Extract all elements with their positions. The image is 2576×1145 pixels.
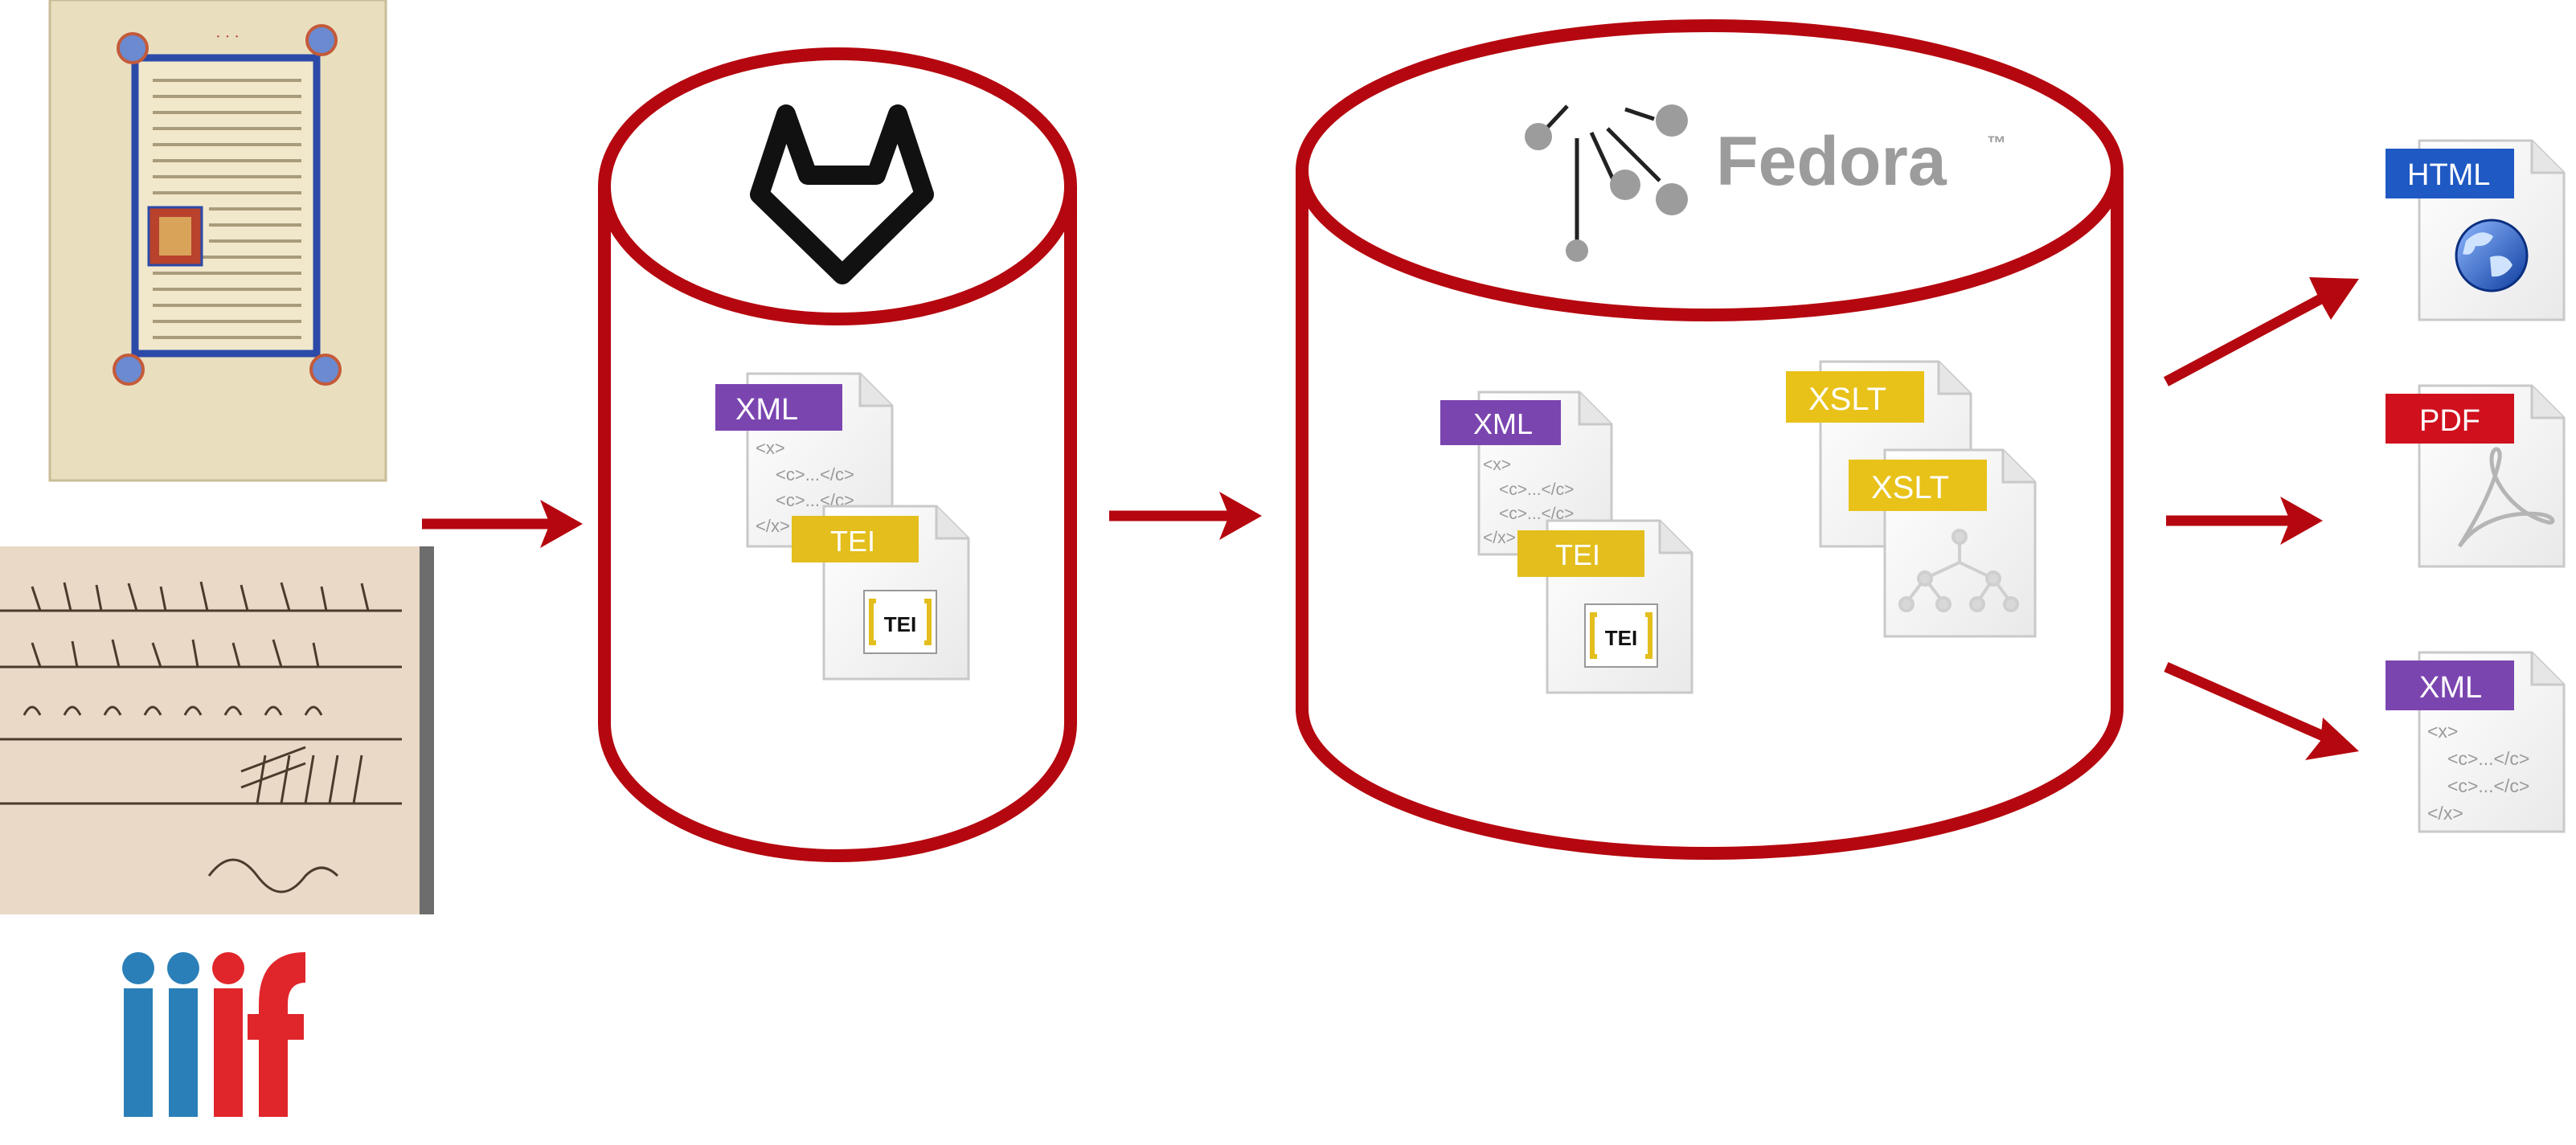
acrobat-icon (2457, 447, 2555, 548)
code-line: <c>...</c> (1499, 505, 1574, 523)
code-line: <x> (1483, 456, 1511, 474)
arrow-to-xml (2164, 662, 2359, 760)
xml-label: XML (2419, 671, 2482, 705)
code-line: </x> (2427, 803, 2463, 824)
code-line: <x> (2427, 721, 2458, 742)
gitlab-repository-cylinder (598, 47, 1077, 862)
svg-text:· · ·: · · · (215, 28, 240, 46)
xml-output-file-icon: XML <x> <c>...</c> <c>...</c> </x> (2386, 651, 2566, 833)
handwritten-notation-image (0, 546, 434, 914)
tei-label: TEI (830, 525, 875, 558)
pdf-label: PDF (2419, 404, 2480, 438)
xslt-label: XSLT (1871, 470, 1949, 505)
code-line: <c>...</c> (776, 464, 854, 485)
globe-icon (2455, 219, 2529, 292)
tree-diagram-icon (1898, 529, 2019, 612)
tei-file-icon: TEI TEI (1517, 519, 1693, 694)
code-line: </x> (756, 516, 790, 536)
tei-label: TEI (1555, 538, 1600, 571)
html-output-file-icon: HTML (2386, 139, 2566, 321)
code-line: </x> (1483, 529, 1516, 547)
fedora-trademark: ™ (1987, 133, 2006, 154)
arrow-to-html (2163, 277, 2359, 386)
code-line: <c>...</c> (2447, 775, 2529, 796)
xslt-label: XSLT (1808, 382, 1886, 417)
xml-file-icon: XML <x> <c>...</c> <c>...</c> </x> (1440, 391, 1613, 556)
arrow-input-to-gitlab (422, 500, 583, 548)
html-label: HTML (2407, 158, 2490, 192)
tei-badge: TEI (884, 612, 916, 636)
arrow-to-pdf (2166, 497, 2323, 545)
tei-badge: TEI (1605, 626, 1637, 650)
xml-label: XML (1473, 407, 1533, 440)
pdf-output-file-icon: PDF (2386, 384, 2566, 568)
fedora-title: Fedora (1716, 123, 1947, 200)
xml-label: XML (735, 393, 798, 427)
code-line: <x> (756, 438, 785, 458)
fedora-network-icon (1525, 104, 1688, 262)
arrow-gitlab-to-fedora (1109, 492, 1262, 540)
code-line: <c>...</c> (2447, 748, 2529, 769)
illuminated-manuscript-image: · · · (48, 0, 387, 482)
xslt-file-icon: XSLT (1849, 448, 2037, 638)
tei-file-icon: TEI TEI (792, 505, 970, 681)
xml-file-icon: XML <x> <c>...</c> <c>...</c> </x> (715, 372, 894, 548)
iiif-logo (122, 952, 305, 1117)
gitlab-logo-icon (750, 104, 934, 284)
fedora-repository-cylinder (1296, 19, 2123, 860)
code-line: <c>...</c> (1499, 480, 1574, 499)
